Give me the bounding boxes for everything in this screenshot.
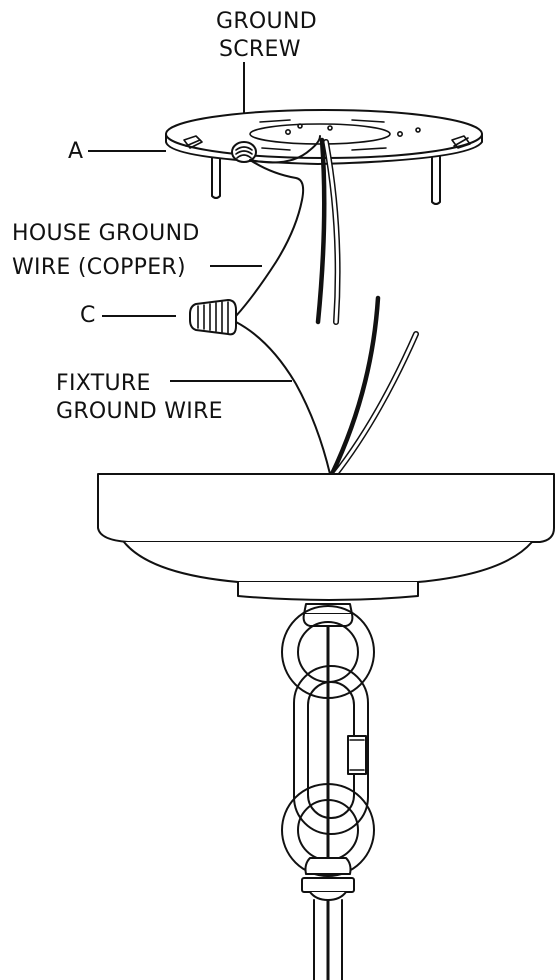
fixture-black-wire-path	[329, 295, 381, 477]
house-ground-wire-path	[235, 159, 305, 317]
top-collar-lower	[302, 613, 354, 627]
ground-screw-label-line1: GROUND	[216, 9, 317, 34]
canopy	[97, 473, 555, 601]
wire-nut	[189, 299, 237, 336]
chain-assembly	[281, 603, 375, 980]
ground-screw-thread	[235, 146, 253, 151]
ground-screw-head	[231, 141, 257, 163]
fixture-white-wire-fill	[332, 332, 418, 478]
ground-screw-label: GROUND SCREW	[216, 9, 317, 148]
bracket-hole	[327, 125, 333, 131]
bracket-hole	[297, 123, 303, 129]
bracket-post-right	[431, 147, 441, 205]
fixture-ground-label-line2: GROUND WIRE	[56, 399, 223, 424]
fixture-ground-label-line1: FIXTURE	[56, 371, 151, 396]
bottom-collar-lower	[309, 891, 347, 901]
canopy-rim	[97, 473, 555, 543]
ground-screw-thread	[236, 154, 252, 159]
bracket-slot	[261, 147, 291, 151]
bracket-hole	[415, 127, 421, 133]
bottom-collar-upper	[304, 857, 352, 875]
bracket-slot	[259, 119, 291, 123]
canopy-neck	[237, 581, 419, 601]
ground-screw	[231, 141, 257, 163]
canopy-dome	[123, 541, 533, 583]
label-a: A	[68, 139, 166, 164]
house-black-wire-path	[315, 137, 327, 325]
house-ground-label-line2: WIRE (COPPER)	[12, 255, 186, 280]
house-ground-wire-path	[249, 135, 321, 164]
ground-screw-thread	[235, 150, 253, 155]
house-ground-wire-label: HOUSE GROUND WIRE (COPPER)	[12, 221, 262, 280]
bracket-end-screw-right	[453, 137, 469, 147]
ground-screw-label-line2: SCREW	[219, 37, 301, 62]
house-white-wire-fill	[324, 140, 340, 324]
label-a-text: A	[68, 139, 83, 164]
bracket-slot	[351, 147, 387, 151]
house-white-wire	[323, 139, 341, 325]
label-c-text: C	[80, 303, 96, 328]
wire-nut-body	[189, 299, 237, 336]
house-ground-label-line1: HOUSE GROUND	[12, 221, 200, 246]
fixture-white-wire-outline	[331, 331, 419, 479]
label-c: C	[80, 303, 176, 328]
bracket-hole	[396, 131, 403, 138]
house-black-wire	[315, 137, 327, 325]
bracket-slot	[351, 119, 385, 123]
fixture-white-wire	[331, 331, 419, 479]
fixture-ground-wire-path	[235, 321, 331, 475]
fixture-ground-wire-label: FIXTURE GROUND WIRE	[56, 371, 292, 424]
bracket-end-screw-left	[185, 139, 201, 147]
bracket-post-left	[211, 149, 221, 199]
house-ground-wire	[235, 135, 321, 317]
chain-link-outer	[293, 665, 369, 835]
fixture-black-wire	[329, 295, 381, 477]
chain-link-sleeve	[347, 735, 367, 775]
bracket-center-hole	[249, 123, 391, 145]
fixture-ground-wire	[235, 321, 331, 475]
bottom-collar	[301, 877, 355, 893]
bracket-hole	[284, 129, 291, 136]
